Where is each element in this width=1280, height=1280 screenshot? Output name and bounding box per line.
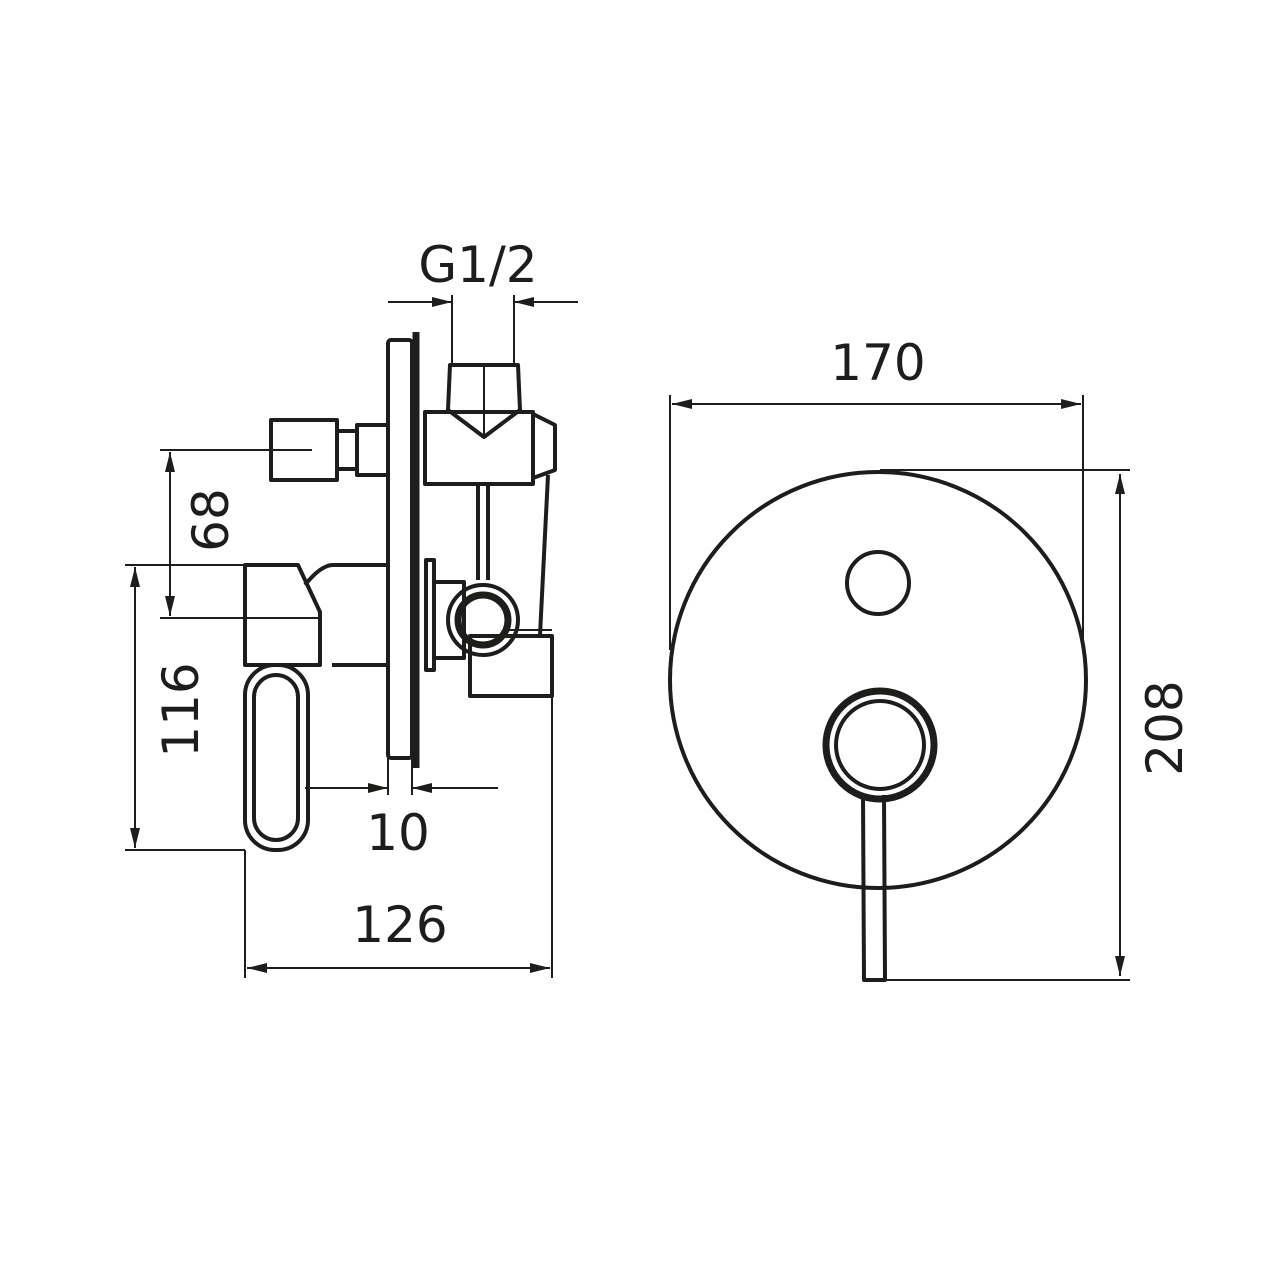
dimension-10: 10: [305, 758, 498, 862]
dimension-label-68: 68: [182, 488, 240, 552]
dimension-label-thread: G1/2: [418, 236, 537, 294]
front-view: 170 208: [668, 334, 1194, 982]
dimension-label-170: 170: [830, 334, 925, 392]
diverter-button: [845, 550, 911, 616]
dimension-g12: G1/2: [388, 236, 578, 365]
cover-plate: [668, 470, 1088, 890]
side-view: G1/2 68 116 10 126: [125, 236, 578, 978]
diverter-body: [423, 363, 557, 636]
handle-ring-inner: [834, 699, 926, 791]
dimension-208: 208: [870, 469, 1194, 981]
wall-plate: [386, 338, 414, 760]
side-handle: [160, 563, 390, 852]
dimension-label-116: 116: [152, 662, 210, 757]
dimension-label-10: 10: [366, 804, 430, 862]
dimension-68: 68: [165, 452, 240, 616]
dimension-170: 170: [669, 334, 1084, 650]
dimension-label-126: 126: [352, 896, 447, 954]
dimension-116: 116: [125, 564, 245, 851]
dimension-126: 126: [244, 640, 553, 978]
lower-connection: [424, 558, 554, 698]
handle-ring-outer: [822, 687, 938, 803]
upper-outlet-fitting: [160, 418, 390, 482]
dimension-label-208: 208: [1136, 680, 1194, 775]
